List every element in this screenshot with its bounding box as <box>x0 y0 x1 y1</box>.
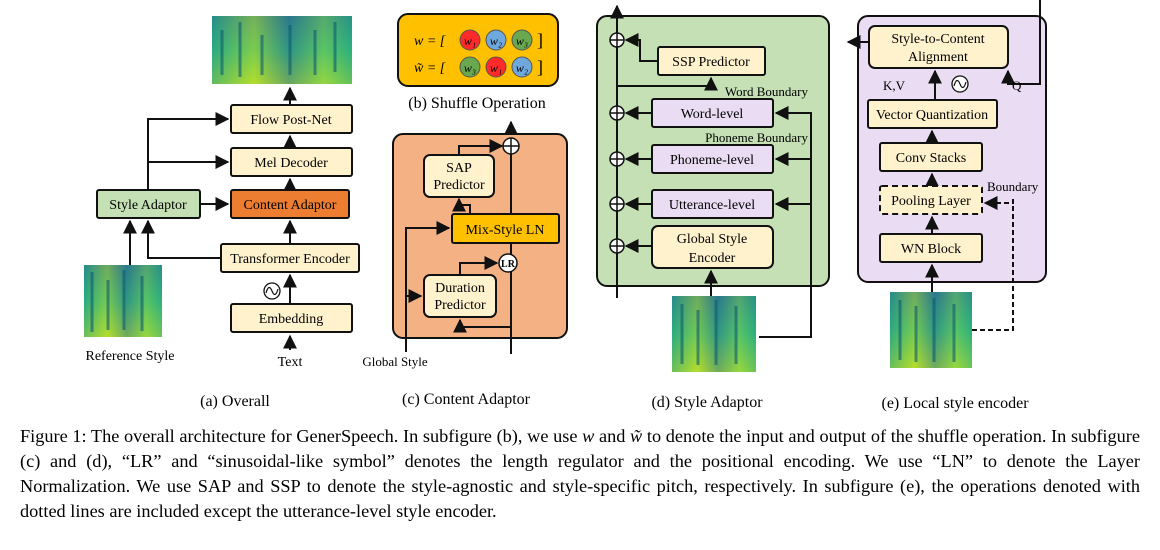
overall-panel: Flow Post-Net Mel Decoder Content Adapto… <box>84 16 360 410</box>
shuffle-output-row: w₃ w₁ w₂ ] <box>459 56 543 78</box>
duration-predictor-label-2: Predictor <box>434 298 486 313</box>
architecture-figure: Flow Post-Net Mel Decoder Content Adapto… <box>84 0 1047 412</box>
alignment-block <box>868 25 1009 69</box>
subfig-c-label: (c) Content Adaptor <box>402 391 531 408</box>
style-adaptor-label: Style Adaptor <box>109 198 187 213</box>
word-boundary-label: Word Boundary <box>725 84 809 99</box>
token-w3: w₃ <box>516 34 528 48</box>
shuffle-panel: w = [ w₁ w₂ w₃ ] w̃ = [ w₃ w₁ w₂ ] (b) S… <box>397 13 559 112</box>
word-level-label: Word-level <box>681 107 744 122</box>
style-adaptor-panel: SSP Predictor Word Boundary Word-level P… <box>596 4 830 411</box>
add-op-icon <box>502 137 520 155</box>
mel-decoder-block <box>230 147 353 177</box>
mix-style-ln-block <box>451 213 560 244</box>
global-style-encoder-label-1: Global Style <box>677 232 747 247</box>
caption-w-tilde: w̃ <box>630 426 643 446</box>
alignment-label-1: Style-to-Content <box>891 32 984 47</box>
figure-caption: Figure 1: The overall architecture for G… <box>20 424 1140 524</box>
positional-encoding-icon <box>263 282 281 300</box>
mel-spectrogram-output <box>212 16 352 84</box>
embedding-block <box>230 303 353 333</box>
kv-label: K,V <box>883 78 906 93</box>
token-w1-out: w₁ <box>490 61 502 75</box>
vector-quantization-block <box>867 99 998 129</box>
shuffle-w-lhs: w = [ <box>414 34 446 49</box>
phoneme-level-label: Phoneme-level <box>670 153 754 168</box>
subfig-a-label: (a) Overall <box>200 393 270 410</box>
add-ops-column <box>609 32 625 254</box>
shuffle-rbracket-1: ] <box>537 30 543 50</box>
content-adaptor-block <box>230 189 350 219</box>
conv-stacks-block <box>879 142 983 172</box>
sap-predictor-label-2: Predictor <box>433 178 485 193</box>
shuffle-wt-lhs: w̃ = [ <box>414 61 446 76</box>
caption-part-3: to denote the input and output of the sh… <box>20 426 1140 521</box>
wn-block <box>879 233 983 263</box>
pooling-layer-block <box>879 185 983 215</box>
subfig-d-label: (d) Style Adaptor <box>651 394 763 411</box>
caption-part-1: Figure 1: The overall architecture for G… <box>20 426 583 446</box>
token-w3-out: w₃ <box>464 61 476 75</box>
mix-style-ln-label: Mix-Style LN <box>466 223 545 238</box>
local-style-spectrogram <box>890 292 972 368</box>
sap-predictor-label-1: SAP <box>446 161 472 176</box>
transformer-encoder-label: Transformer Encoder <box>230 252 350 267</box>
content-adaptor-label: Content Adaptor <box>244 198 337 213</box>
shuffle-input-row: w₁ w₂ w₃ ] <box>459 29 543 51</box>
alignment-label-2: Alignment <box>908 50 968 65</box>
utterance-level-label: Utterance-level <box>669 198 755 213</box>
flow-postnet-block <box>230 104 353 134</box>
flow-postnet-label: Flow Post-Net <box>250 113 331 128</box>
local-style-encoder-panel: Style-to-Content Alignment Q K,V Vector … <box>846 0 1047 412</box>
subfig-b-label: (b) Shuffle Operation <box>408 95 545 112</box>
length-regulator-icon: LR <box>498 253 518 273</box>
boundary-label: Boundary <box>987 179 1039 194</box>
vector-quantization-label: Vector Quantization <box>876 108 988 123</box>
lr-label: LR <box>501 259 516 270</box>
embedding-label: Embedding <box>259 312 324 327</box>
reference-style-spectrogram <box>84 265 162 337</box>
global-style-label: Global Style <box>362 354 428 369</box>
token-w1: w₁ <box>464 34 476 48</box>
token-w2: w₂ <box>490 34 502 48</box>
duration-predictor-label-1: Duration <box>435 281 485 296</box>
pooling-layer-label: Pooling Layer <box>891 194 971 209</box>
global-style-encoder-label-2: Encoder <box>689 251 736 266</box>
q-label: Q <box>1012 78 1022 93</box>
content-adaptor-panel: SAP Predictor Mix-Style LN LR Duration P… <box>362 120 568 408</box>
text-input-label: Text <box>278 355 303 370</box>
ssp-predictor-label: SSP Predictor <box>672 55 750 70</box>
token-w2-out: w₂ <box>516 61 528 75</box>
caption-part-2: and <box>594 426 631 446</box>
conv-stacks-label: Conv Stacks <box>896 151 966 166</box>
positional-encoding-icon-e <box>951 75 969 93</box>
caption-w: w <box>582 426 595 446</box>
shuffle-rbracket-2: ] <box>537 57 543 77</box>
style-adaptor-spectrogram <box>672 296 756 372</box>
phoneme-boundary-label: Phoneme Boundary <box>705 130 808 145</box>
wn-block-label: WN Block <box>901 242 961 257</box>
subfig-e-label: (e) Local style encoder <box>881 395 1029 412</box>
reference-style-label: Reference Style <box>85 349 174 364</box>
mel-decoder-label: Mel Decoder <box>254 156 328 171</box>
